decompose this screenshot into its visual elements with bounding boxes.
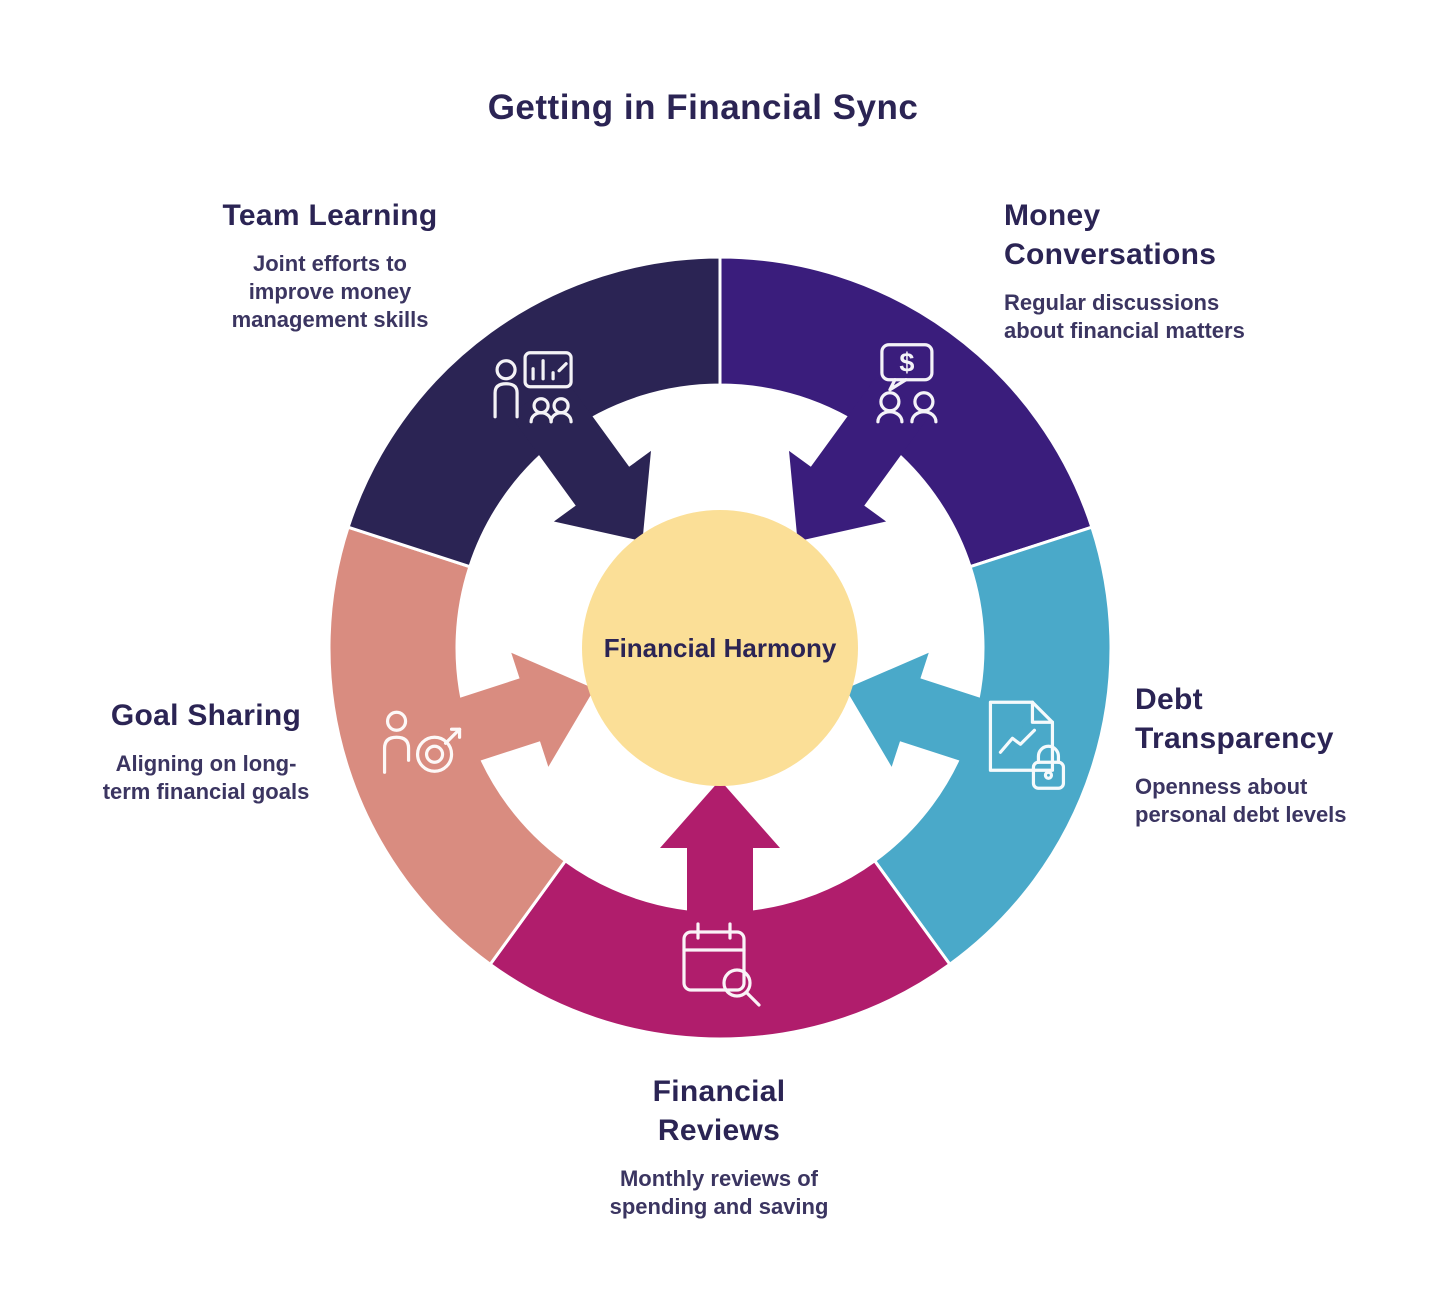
center-label: Financial Harmony (604, 633, 837, 663)
label-debt-transparency: Debt Transparency Openness about persona… (1135, 680, 1375, 829)
segment-title: Team Learning (222, 199, 438, 232)
segment-title: Goal Sharing (110, 699, 302, 732)
segment-title: Debt Transparency (1135, 683, 1334, 755)
label-goal-sharing: Goal Sharing Aligning on long- term fina… (95, 696, 317, 806)
segment-description: Aligning on long- term financial goals (102, 751, 310, 804)
calendar-search-icon (682, 922, 761, 1007)
segment-description: Joint efforts to improve money managemen… (231, 251, 429, 332)
center-circle (582, 510, 858, 786)
chat-dollar-icon: $ (876, 343, 938, 424)
segment-title: Money Conversations (1004, 199, 1217, 271)
svg-text:$: $ (899, 348, 914, 378)
people-chart-icon (493, 351, 573, 424)
segment-description: Monthly reviews of spending and saving (609, 1166, 829, 1219)
person-target-icon (382, 710, 462, 774)
page-title: Getting in Financial Sync (487, 88, 919, 127)
arrow-debt-transparency (845, 652, 1027, 776)
label-financial-reviews: Financial Reviews Monthly reviews of spe… (608, 1072, 830, 1221)
segment-title: Financial Reviews (652, 1075, 786, 1147)
arrow-team-learning (509, 376, 651, 542)
segment-description: Regular discussions about financial matt… (1004, 290, 1245, 343)
label-money-conversations: Money Conversations Regular discussions … (1004, 196, 1264, 345)
arrow-goal-sharing (413, 652, 595, 776)
segment-description: Openness about personal debt levels (1135, 774, 1347, 827)
doc-lock-icon (988, 700, 1066, 790)
arrow-financial-reviews (660, 780, 780, 960)
label-team-learning: Team Learning Joint efforts to improve m… (205, 196, 455, 334)
arrow-money-conversations (789, 376, 931, 542)
